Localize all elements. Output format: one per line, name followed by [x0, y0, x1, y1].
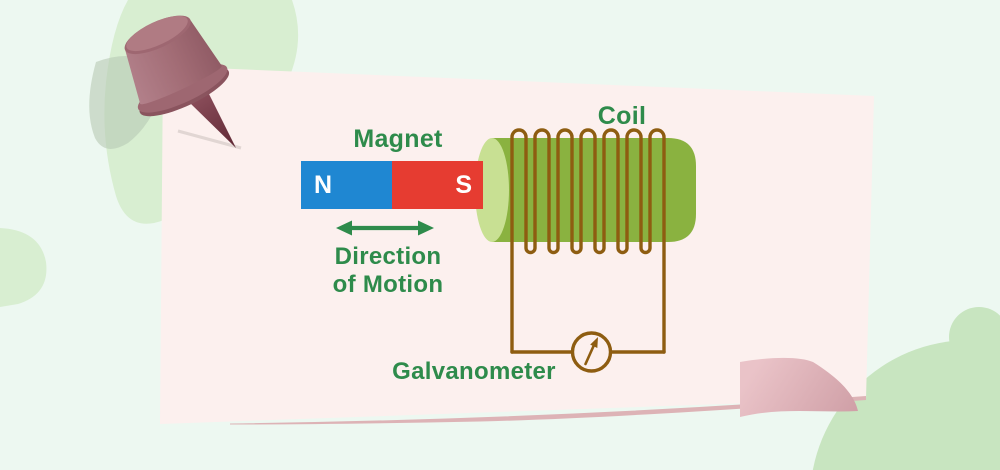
paper-sheet	[160, 66, 874, 424]
paper-note	[160, 66, 874, 425]
direction-of-motion-line1: Direction	[334, 243, 442, 270]
north-pole-letter: N	[314, 170, 333, 199]
paper-corner-curl	[740, 357, 858, 417]
coil-label: Coil	[597, 102, 647, 130]
magnet-bar	[301, 161, 483, 209]
background-blob-left	[0, 228, 47, 307]
galvanometer-label: Galvanometer	[392, 358, 556, 385]
galvanometer-needle-tip	[590, 337, 598, 348]
background-circle-bottom-right	[812, 340, 1000, 470]
direction-arrow-icon	[336, 220, 434, 236]
coil-windings	[510, 128, 666, 354]
push-pin-icon	[124, 15, 242, 150]
circuit-wire	[510, 128, 666, 354]
background-circle-right	[949, 307, 1000, 367]
direction-arrow-head-right	[418, 220, 434, 236]
direction-of-motion-line2: of Motion	[332, 271, 444, 298]
coil-end-cap	[475, 138, 509, 242]
direction-of-motion-label: Direction of Motion	[288, 243, 488, 299]
galvanometer-dial	[570, 331, 613, 373]
paper-bottom-edge-shadow	[230, 396, 866, 425]
galvanometer-needle-icon	[584, 343, 596, 366]
pin-needle-shadow	[177, 129, 242, 150]
direction-arrow-head-left	[336, 220, 352, 236]
magnet-label: Magnet	[353, 125, 443, 153]
south-pole-letter: S	[455, 170, 472, 199]
pin-cap-top	[126, 15, 188, 52]
north-pole	[301, 161, 392, 209]
south-pole	[392, 161, 483, 209]
pin-needle	[190, 92, 236, 148]
